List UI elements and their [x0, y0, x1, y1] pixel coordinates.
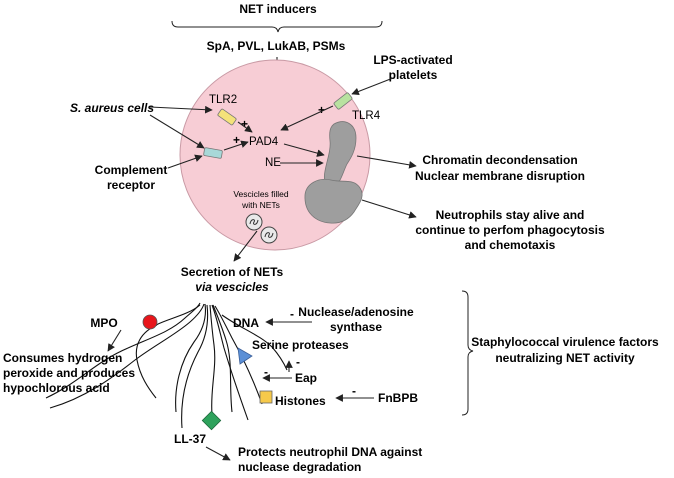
- plus-sign-tlr2: +: [241, 117, 248, 131]
- vesicle: [260, 226, 278, 244]
- dna-label: DNA: [233, 316, 259, 330]
- vesicles-label-line1: Vescicles filled: [233, 189, 289, 199]
- pad4-label: PAD4: [249, 136, 279, 148]
- lps-label-line2: platelets: [389, 68, 438, 82]
- nuclease-label-line1: Nuclease/adenosine: [298, 305, 414, 319]
- net-inducers-title: NET inducers: [239, 2, 317, 16]
- arrow-ll37-to-protects: [205, 446, 231, 461]
- consumes-label-line3: hypochlorous acid: [3, 381, 110, 395]
- arrow-vesicles-to-secretion: [233, 230, 258, 262]
- inducer-list: SpA, PVL, LukAB, PSMs: [207, 39, 346, 53]
- alive-label-line2: continue to perfom phagocytosis: [415, 223, 605, 237]
- secretion-label-line2: via vescicles: [195, 280, 269, 294]
- net-strands: [45, 302, 288, 429]
- fnbpb-label: FnBPB: [378, 391, 418, 405]
- arrow-lps-to-tlr4: [351, 77, 394, 96]
- tlr2-label: TLR2: [209, 94, 237, 106]
- arrow-saureus-to-complement: [149, 114, 205, 149]
- consumes-label-line1: Consumes hydrogen: [3, 351, 122, 365]
- arrow-tlr2-to-pad4: [237, 121, 253, 133]
- chromatin-label-line1: Chromatin decondensation: [422, 153, 577, 167]
- serine-protease-marker: [237, 347, 253, 365]
- arrow-nucleus-to-chromatin: [356, 155, 417, 169]
- arrow-complement-to-receptor: [167, 154, 203, 169]
- arrow-nucleus-to-alive: [361, 199, 417, 219]
- consumes-label-line2: peroxide and produces: [3, 366, 135, 380]
- histone-marker: [259, 390, 273, 404]
- tlr4-receptor: [333, 92, 353, 110]
- vesicles-label-line2: with NETs: [241, 200, 280, 210]
- histones-label: Histones: [275, 394, 326, 408]
- s-aureus-label: S. aureus cells: [70, 101, 154, 115]
- plus-sign-tlr4: +: [318, 103, 325, 117]
- minus-sign-eap-up: -: [296, 355, 300, 369]
- vesicle: [245, 213, 263, 231]
- protects-label-line1: Protects neutrophil DNA against: [238, 445, 422, 459]
- nuclease-label-line2: synthase: [330, 320, 382, 334]
- tlr2-receptor: [217, 108, 237, 126]
- alive-label-line1: Neutrophils stay alive and: [436, 208, 585, 222]
- nucleus-lower-lobe: [304, 178, 363, 224]
- chromatin-label-line2: Nuclear membrane disruption: [415, 169, 585, 183]
- staph-label-line1: Staphylococcal virulence factors: [471, 335, 659, 349]
- net-inducers-brace: [171, 20, 383, 33]
- lps-label-line1: LPS-activated: [373, 53, 452, 67]
- arrow-tlr4-to-pad4: [280, 105, 334, 131]
- protects-label-line2: nuclease degradation: [238, 460, 361, 474]
- alive-label-line3: and chemotaxis: [465, 238, 556, 252]
- eap-label: Eap: [295, 371, 317, 385]
- arrow-complement-to-pad4: [223, 140, 249, 151]
- staph-factors-bracket: [461, 290, 474, 416]
- minus-sign-nuclease: -: [290, 307, 294, 321]
- plus-sign-complement: +: [233, 133, 240, 147]
- arrow-pad4-to-nucleus: [283, 143, 325, 157]
- tlr4-label: TLR4: [352, 110, 381, 122]
- minus-sign-eap-left: -: [264, 365, 268, 379]
- staph-label-line2: neutralizing NET activity: [495, 351, 635, 365]
- ll37-label: LL-37: [174, 432, 206, 446]
- secretion-label-line1: Secretion of NETs: [181, 265, 284, 279]
- complement-label-line2: receptor: [107, 178, 155, 192]
- mpo-label: MPO: [90, 316, 117, 330]
- complement-receptor: [203, 147, 223, 159]
- ne-label: NE: [265, 157, 281, 169]
- serine-proteases-label: Serine proteases: [252, 338, 349, 352]
- complement-label-line1: Complement: [95, 163, 168, 177]
- ll37-marker: [201, 410, 222, 431]
- arrow-mpo-to-consumes: [107, 329, 122, 352]
- arrow-saureus-to-tlr2: [149, 105, 213, 114]
- minus-sign-fnbpb: -: [352, 384, 356, 398]
- mpo-marker: [142, 314, 158, 330]
